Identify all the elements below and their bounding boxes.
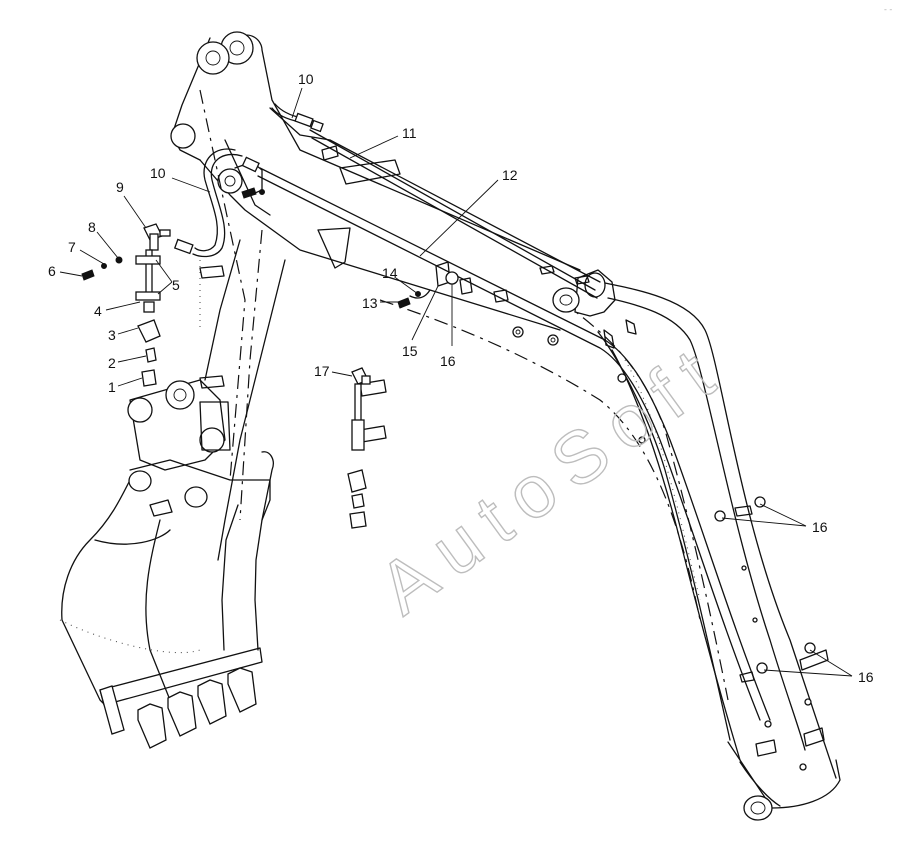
callout-8: 8 (88, 219, 96, 235)
callout-4: 4 (94, 303, 102, 319)
callout-3: 3 (108, 327, 116, 343)
arm (170, 31, 701, 621)
callout-7: 7 (68, 239, 76, 255)
watermark: AutoSoft (364, 333, 729, 630)
callout-17: 17 (314, 363, 330, 379)
callout-2: 2 (108, 355, 116, 371)
callout-1: 1 (108, 379, 116, 395)
hydraulic-lines (173, 103, 816, 728)
callout-9: 9 (116, 179, 124, 195)
callout-11: 11 (402, 125, 417, 141)
callout-16-upper-right: 16 (812, 519, 828, 535)
callout-13: 13 (362, 295, 378, 311)
left-valve-assembly (81, 187, 421, 387)
callout-10-left: 10 (150, 165, 166, 181)
boom (552, 269, 841, 821)
callout-6: 6 (48, 263, 56, 279)
callout-15: 15 (402, 343, 418, 359)
valve-assembly-17 (347, 367, 371, 529)
bucket (59, 379, 274, 749)
callout-10-top: 10 (298, 71, 314, 87)
callout-5: 5 (172, 277, 180, 293)
leader-lines (59, 87, 853, 677)
callout-14: 14 (382, 265, 398, 281)
callout-labels: 1 2 3 4 5 6 7 8 9 10 10 11 12 13 14 15 1… (48, 71, 874, 685)
callout-16-mid: 16 (440, 353, 456, 369)
callout-12: 12 (502, 167, 518, 183)
corner-mark: - - (884, 5, 892, 14)
callout-16-lower-right: 16 (858, 669, 874, 685)
